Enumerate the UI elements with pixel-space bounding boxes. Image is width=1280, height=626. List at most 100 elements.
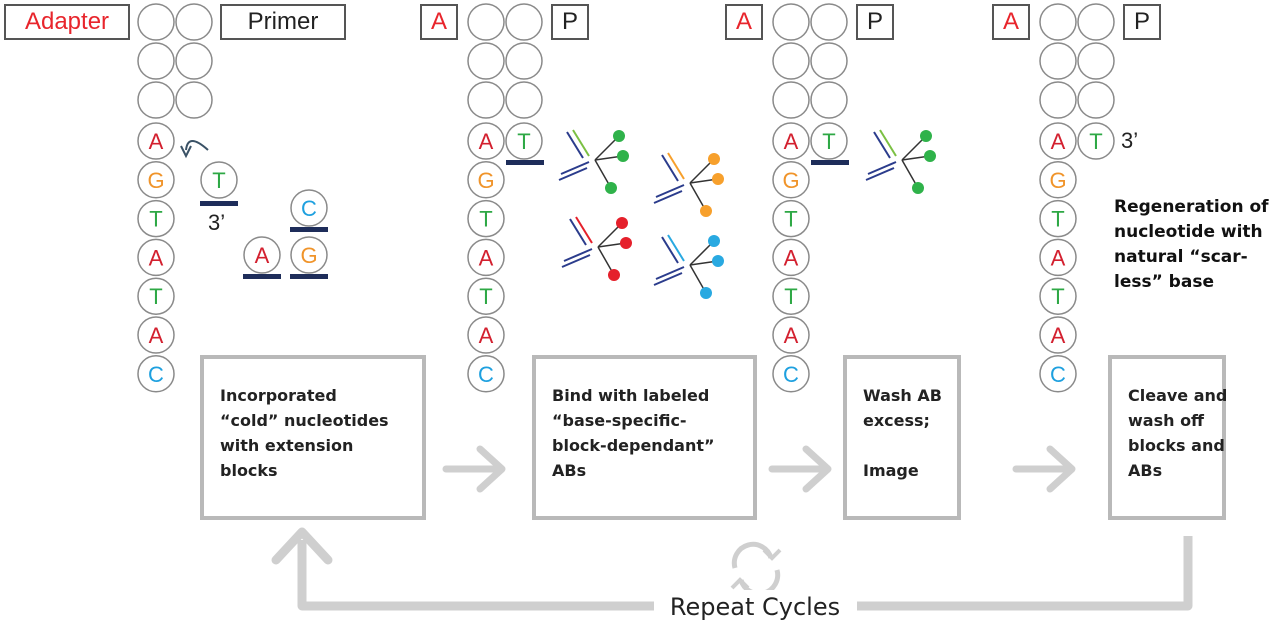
step-box-incorporate: Incorporated “cold” nucleotides with ext…	[200, 355, 426, 520]
strand-base-A: A	[1039, 238, 1077, 277]
antibody-arm	[561, 254, 591, 268]
strand-circle	[137, 3, 175, 41]
strand-base-A: A	[467, 122, 505, 160]
antibody-arm	[569, 218, 587, 246]
strand-base-T: T	[137, 199, 175, 238]
antibody-blue	[653, 234, 724, 299]
nucleotide-circle	[467, 122, 505, 160]
nucleotide-circle	[467, 355, 505, 393]
nucleotide-circle	[772, 81, 810, 119]
incorporated-nucleotide: T	[505, 122, 543, 160]
strand-base-A: A	[137, 316, 175, 354]
primer-circle	[505, 81, 543, 119]
nucleotide-letter: A	[784, 129, 799, 154]
antibody-arm	[563, 248, 593, 262]
nucleotide-circle	[505, 122, 543, 160]
nucleotide-circle	[290, 236, 328, 274]
strand-circle	[137, 81, 175, 119]
repeat-cycles-label: Repeat Cycles	[660, 590, 850, 624]
nucleotide-circle	[1077, 3, 1115, 41]
incorporated-nucleotide: T	[810, 122, 848, 160]
three-prime-label-1: 3’	[208, 210, 226, 235]
step-box-wash-image: Wash AB excess; Image	[843, 355, 961, 520]
primer-circle	[175, 3, 213, 41]
strand-base-C: C	[772, 355, 810, 393]
nucleotide-circle	[810, 81, 848, 119]
nucleotide-letter: T	[784, 284, 797, 309]
adapter-label-4: A	[992, 4, 1030, 40]
nucleotide-circle	[1039, 42, 1077, 80]
antibody-arm	[653, 190, 683, 204]
antibody-arm	[653, 272, 683, 286]
dye-dot	[605, 182, 617, 194]
strand-base-G: G	[467, 161, 505, 199]
nucleotide-circle	[137, 161, 175, 199]
nucleotide-circle	[1077, 81, 1115, 119]
strand-base-A: A	[772, 238, 810, 277]
antibody-arm	[865, 167, 895, 181]
strand-base-C: C	[137, 355, 175, 393]
incorporated-nucleotide: T	[1077, 122, 1115, 160]
strand-base-C: C	[1039, 355, 1077, 393]
nucleotide-letter: A	[479, 129, 494, 154]
nucleotide-circle	[1039, 3, 1077, 41]
nucleotide-circle	[137, 3, 175, 41]
primer-label-1: Primer	[220, 4, 346, 40]
nucleotide-circle	[1039, 238, 1077, 277]
dye-dot	[912, 182, 924, 194]
nucleotide-letter: T	[517, 129, 530, 154]
nucleotide-letter: T	[1051, 207, 1064, 232]
nucleotide-letter: C	[148, 362, 164, 387]
cycle-arrowhead	[730, 577, 750, 590]
nucleotide-letter: T	[479, 207, 492, 232]
dye-dot	[708, 235, 720, 247]
nucleotide-letter: A	[1051, 323, 1066, 348]
strand-base-G: G	[1039, 161, 1077, 199]
nucleotide-letter: A	[149, 129, 164, 154]
nucleotide-letter: A	[149, 245, 164, 270]
antibody-arm	[566, 131, 584, 159]
primer-circle	[505, 42, 543, 80]
cycle-arc	[731, 541, 774, 569]
nucleotide-letter: T	[784, 207, 797, 232]
nucleotide-circle	[1039, 161, 1077, 199]
curved-arrow-icon	[185, 140, 209, 151]
extension-block	[506, 160, 544, 165]
nucleotide-circle	[243, 236, 281, 274]
adapter-label-3: A	[725, 4, 763, 40]
nucleotide-circle	[505, 42, 543, 80]
nucleotide-circle	[1077, 42, 1115, 80]
dye-dot	[700, 287, 712, 299]
primer-circle	[1077, 3, 1115, 41]
repeat-loop-path	[297, 540, 654, 611]
strand-circle	[1039, 3, 1077, 41]
strand-base-T: T	[772, 199, 810, 238]
nucleotide-letter: T	[822, 129, 835, 154]
arrow-head	[476, 445, 506, 493]
primer-circle	[175, 42, 213, 80]
nucleotide-circle	[810, 3, 848, 41]
nucleotide-circle	[467, 238, 505, 277]
nucleotide-circle	[137, 42, 175, 80]
step-box-cleave: Cleave and wash off blocks and ABs	[1108, 355, 1227, 520]
free-nucleotide-G: G	[290, 236, 328, 274]
strand-base-T: T	[1039, 277, 1077, 315]
dye-dot	[712, 173, 724, 185]
adapter-label-2: A	[420, 4, 458, 40]
repeat-loop-path	[857, 536, 1193, 611]
nucleotide-letter: T	[1089, 129, 1102, 154]
flow-arrow-2	[768, 445, 832, 493]
nucleotide-circle	[772, 277, 810, 315]
repeat-loop-arrowhead	[271, 527, 333, 565]
nucleotide-circle	[772, 199, 810, 238]
nucleotide-circle	[175, 42, 213, 80]
dye-dot	[613, 130, 625, 142]
nucleotide-circle	[290, 189, 328, 227]
nucleotide-circle	[467, 42, 505, 80]
dye-dot	[708, 153, 720, 165]
antibody-arm	[655, 266, 685, 280]
nucleotide-circle	[467, 316, 505, 354]
nucleotide-letter: C	[301, 196, 317, 221]
flow-arrow-1	[442, 445, 506, 493]
nucleotide-circle	[810, 122, 848, 160]
